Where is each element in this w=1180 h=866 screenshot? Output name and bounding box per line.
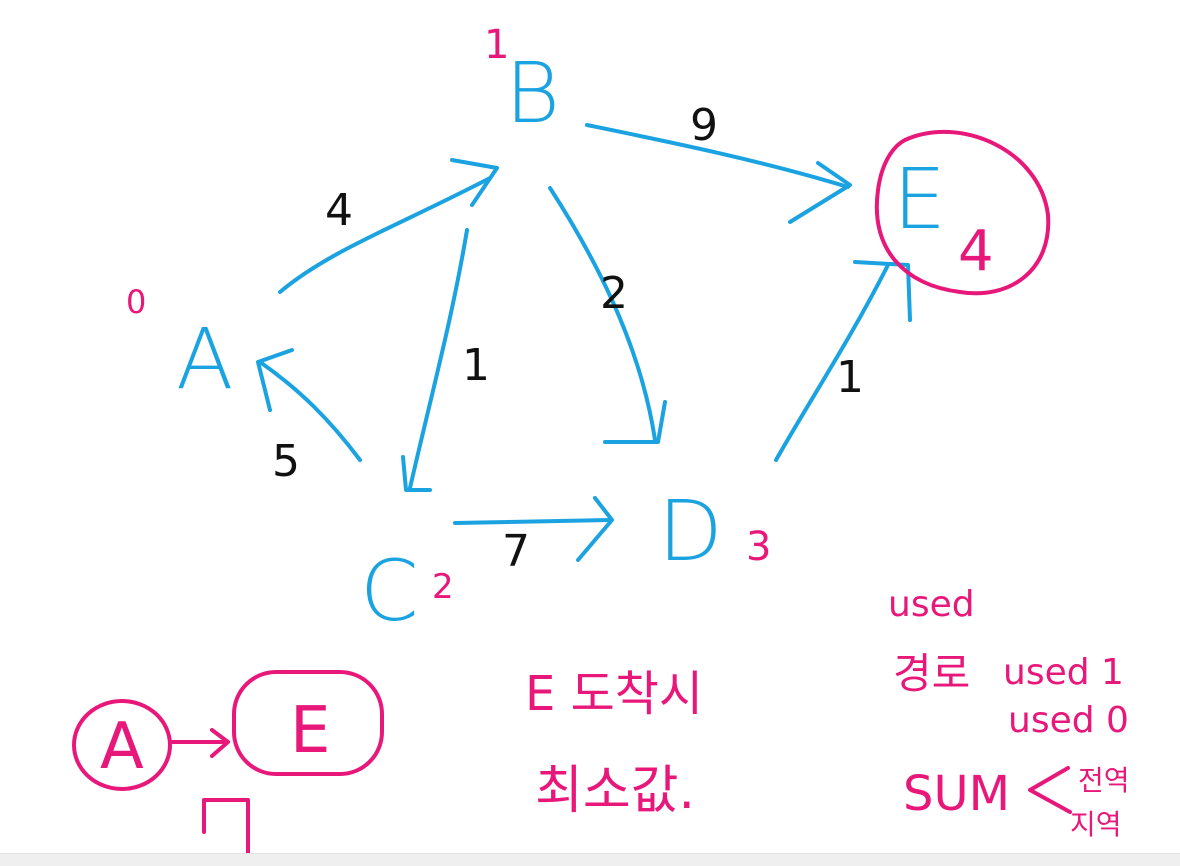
edge-b-e <box>585 123 850 189</box>
edge-b-c <box>408 228 469 490</box>
flow-arrow <box>170 728 230 758</box>
note-less-than-sign <box>1028 766 1072 814</box>
flow-a-circle <box>72 699 172 791</box>
note-arrive-e: E 도착시 <box>525 666 703 722</box>
edge-a-b-arrowhead <box>450 158 499 207</box>
weight-b-e: 9 <box>690 100 718 151</box>
node-b-label: B <box>505 44 560 142</box>
node-a-label: A <box>176 310 233 408</box>
node-e-value: 4 <box>958 219 994 284</box>
note-sum-label: SUM <box>903 766 1010 822</box>
node-d-label: D <box>658 482 723 580</box>
node-a-value: 0 <box>126 283 146 321</box>
note-path-label: 경로 <box>893 649 970 698</box>
weight-d-e: 1 <box>836 352 864 403</box>
edge-c-a-arrowhead <box>256 348 294 412</box>
edge-a-b <box>278 176 492 294</box>
flow-bracket <box>202 798 250 865</box>
flow-e-box <box>232 670 384 776</box>
edge-b-d-arrowhead <box>603 400 667 444</box>
edge-b-d <box>548 186 657 442</box>
note-used-zero: used 0 <box>1008 700 1129 741</box>
weight-c-a: 5 <box>272 436 300 487</box>
weight-a-b: 4 <box>325 185 353 236</box>
edge-d-e <box>774 263 890 462</box>
edge-b-c-arrowhead <box>401 455 432 492</box>
node-e-label: E <box>893 150 946 248</box>
edge-c-d <box>453 518 612 525</box>
note-min-value: 최소값. <box>535 761 695 821</box>
edge-c-a <box>258 360 362 462</box>
note-used-title: used <box>888 584 975 625</box>
weight-c-d: 7 <box>502 526 530 577</box>
flow-from-label: A <box>100 710 144 784</box>
weight-b-d: 2 <box>600 268 628 319</box>
note-global: 전역 <box>1078 764 1130 797</box>
note-used-one: used 1 <box>1003 652 1124 693</box>
bottom-scroll-bar[interactable] <box>0 853 1180 866</box>
weight-b-c: 1 <box>462 340 490 391</box>
node-c-label: C <box>360 542 419 640</box>
note-local: 지역 <box>1070 808 1122 841</box>
node-d-value: 3 <box>746 524 771 570</box>
node-e-circle <box>874 129 1051 296</box>
node-b-value: 1 <box>484 22 509 68</box>
node-c-value: 2 <box>432 567 454 607</box>
edge-b-e-arrowhead <box>788 161 852 224</box>
edge-d-e-arrowhead <box>853 260 912 322</box>
flow-to-label: E <box>290 694 330 768</box>
edge-c-d-arrowhead <box>576 496 614 562</box>
